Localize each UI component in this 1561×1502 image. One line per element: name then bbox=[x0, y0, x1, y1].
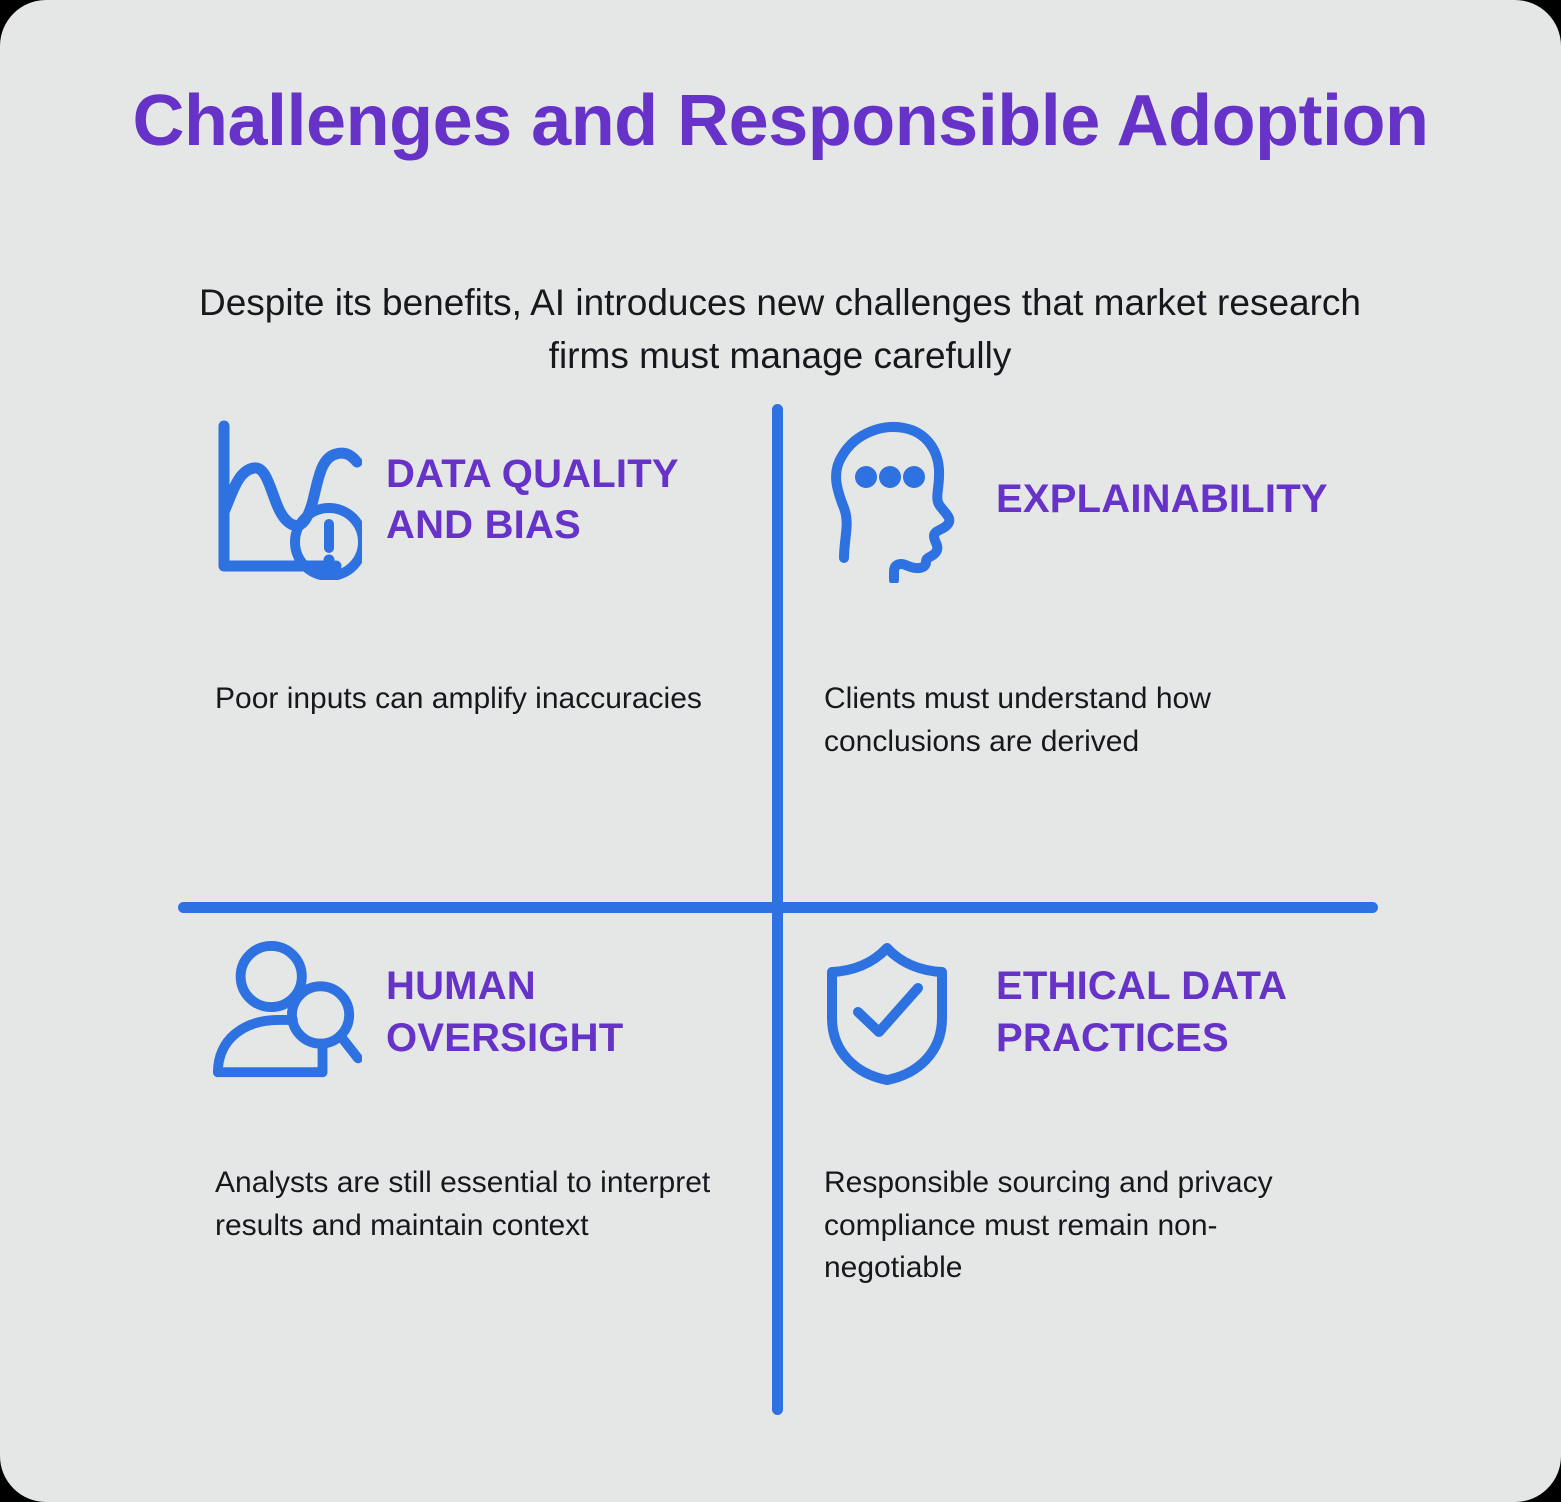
page-title: Challenges and Responsible Adoption bbox=[132, 81, 1429, 161]
quadrant-body-ethical-data-practices: Responsible sourcing and privacy complia… bbox=[824, 1166, 1273, 1285]
quadrant-body-data-quality-and-bias: Poor inputs can amplify inaccuracies bbox=[215, 682, 702, 715]
quadrant-body-explainability: Clients must understand how conclusions … bbox=[824, 682, 1211, 758]
quadrant-body-human-oversight: Analysts are still essential to interpre… bbox=[215, 1166, 711, 1242]
quadrant-explainability: EXPLAINABILITY bbox=[822, 420, 1382, 583]
person-magnifier-icon bbox=[212, 940, 362, 1085]
head-profile-thinking-icon bbox=[822, 420, 972, 583]
quadrant-title: ETHICAL DATA PRACTICES bbox=[996, 964, 1286, 1060]
vertical-divider bbox=[772, 404, 783, 1415]
page-subtitle: Despite its benefits, AI introduces new … bbox=[199, 282, 1361, 376]
quadrant-human-oversight: HUMAN OVERSIGHT bbox=[212, 940, 732, 1085]
line-chart-alert-icon bbox=[212, 420, 362, 580]
quadrant-title: HUMAN OVERSIGHT bbox=[386, 964, 624, 1060]
quadrant-ethical-data-practices: ETHICAL DATA PRACTICES bbox=[822, 940, 1382, 1085]
shield-check-icon bbox=[822, 940, 972, 1085]
quadrant-title: DATA QUALITY AND BIAS bbox=[386, 451, 679, 547]
quadrant-title: EXPLAINABILITY bbox=[996, 477, 1328, 522]
quadrant-data-quality-and-bias: DATA QUALITY AND BIAS bbox=[212, 420, 732, 580]
